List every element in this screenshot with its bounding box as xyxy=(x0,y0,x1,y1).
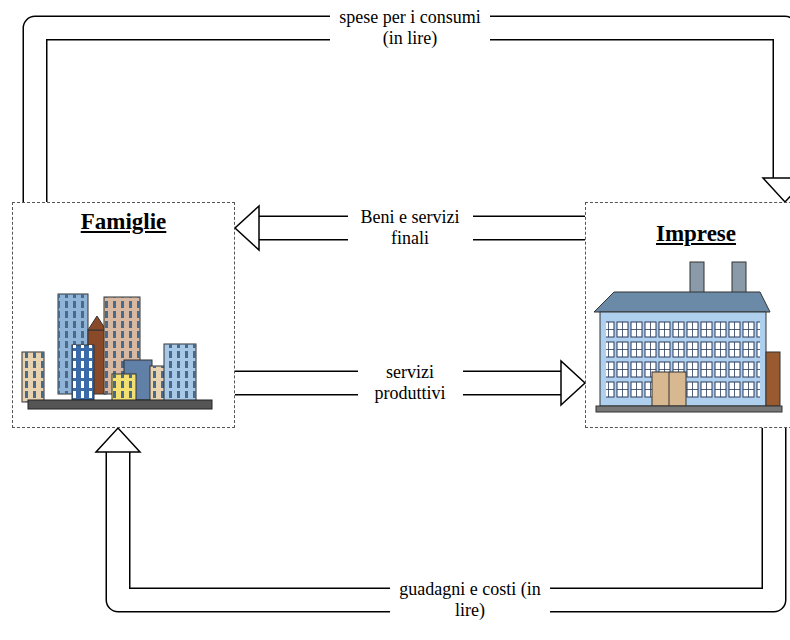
rect-shape xyxy=(22,352,44,402)
arrow-head xyxy=(763,178,790,202)
rect-shape xyxy=(164,344,196,402)
flow-label: spese per i consumi (in lire) xyxy=(330,5,490,50)
rect-shape xyxy=(164,344,196,402)
arrow-head xyxy=(235,206,259,250)
arrow-band-outline xyxy=(118,428,774,600)
rect-shape xyxy=(72,345,94,400)
rect-shape xyxy=(652,372,686,406)
flow-label: guadagni e costi (in lire) xyxy=(390,577,550,622)
arrow-band-fill xyxy=(35,28,785,202)
flow-arrow xyxy=(235,206,585,250)
rect-shape xyxy=(72,345,94,400)
sector-box: Imprese xyxy=(585,202,790,428)
rect-shape xyxy=(596,406,782,412)
city-buildings xyxy=(22,294,212,409)
sector-title: Imprese xyxy=(586,221,790,247)
polygon-shape xyxy=(594,292,770,312)
rect-shape xyxy=(28,400,212,409)
arrow-head xyxy=(96,428,140,452)
rect-shape xyxy=(112,374,136,402)
sector-title: Famiglie xyxy=(13,209,234,235)
rect-shape xyxy=(22,352,44,402)
flow-arrow xyxy=(235,361,585,405)
flow-label: Beni e servizi finali xyxy=(348,205,473,250)
flow-arrow xyxy=(35,28,790,202)
line-shape xyxy=(669,372,670,406)
flow-label: servizi produttivi xyxy=(358,360,463,405)
sector-box: Famiglie xyxy=(12,202,235,428)
arrow-band-fill xyxy=(118,428,774,600)
flow-arrow xyxy=(96,428,774,600)
rect-shape xyxy=(600,312,766,406)
rect-shape xyxy=(766,352,780,406)
arrow-head xyxy=(561,361,585,405)
factory-building xyxy=(594,262,782,412)
arrow-band-outline xyxy=(35,28,785,202)
rect-shape xyxy=(112,374,136,402)
polygon-shape xyxy=(88,316,106,330)
